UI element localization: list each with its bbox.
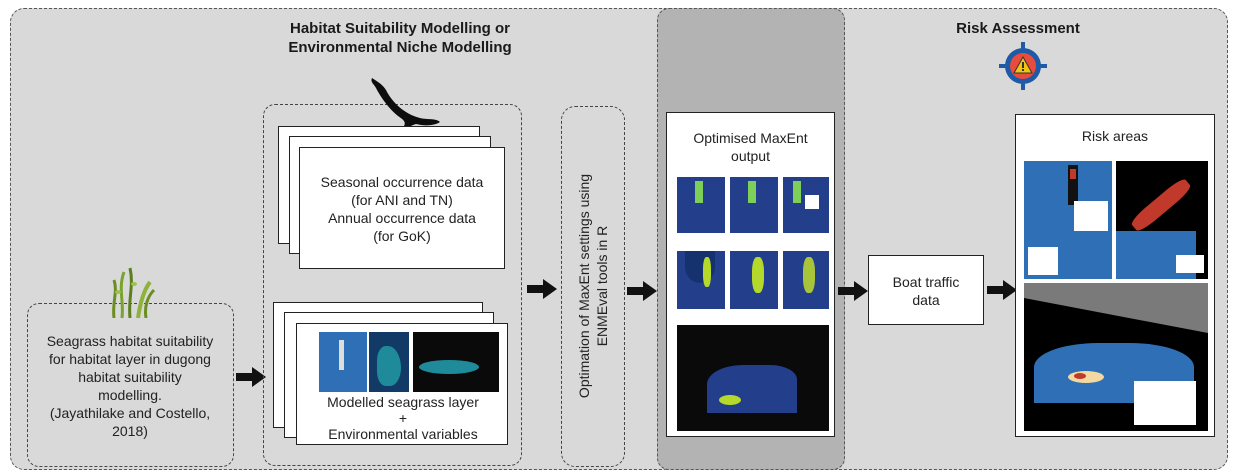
- maxent-map-2: [730, 177, 778, 233]
- seagrass-line1: Seagrass habitat suitability: [46, 333, 214, 349]
- optimisation-box: [561, 106, 625, 467]
- maxent-map-5: [730, 251, 778, 309]
- layer-map-1: [319, 332, 367, 392]
- layer-map-3: [413, 332, 499, 392]
- right-arrow-icon: [527, 279, 557, 299]
- right-arrow-icon: [838, 281, 868, 301]
- optimisation-line1: Optimation of MaxEnt settings using: [576, 173, 592, 399]
- seagrass-line3: habitat suitability: [78, 369, 182, 385]
- seagrass-line4: modelling.: [98, 387, 162, 403]
- occurrence-line1: Seasonal occurrence data: [320, 174, 484, 190]
- boat-line1: Boat traffic: [892, 274, 960, 290]
- risk-areas-card: Risk areas: [1015, 114, 1215, 437]
- layers-text: Modelled seagrass layer + Environmental …: [297, 394, 509, 442]
- dugong-icon: [371, 78, 440, 127]
- seagrass-icon: [112, 267, 156, 318]
- maxent-map-6: [783, 251, 829, 309]
- maxent-line1: Optimised MaxEnt: [693, 130, 808, 146]
- seagrass-text: Seagrass habitat suitability for habitat…: [30, 332, 230, 440]
- maxent-map-7: [677, 325, 829, 431]
- maxent-map-3: [783, 177, 829, 233]
- occurrence-card: Seasonal occurrence data (for ANI and TN…: [299, 147, 505, 269]
- layers-line2: +: [398, 410, 408, 426]
- maxent-title: Optimised MaxEnt output: [667, 129, 834, 165]
- seagrass-line2: for habitat layer in dugong: [49, 351, 211, 367]
- boat-traffic-box: Boat traffic data: [868, 255, 984, 325]
- layers-card: Modelled seagrass layer + Environmental …: [296, 323, 508, 445]
- occurrence-text: Seasonal occurrence data (for ANI and TN…: [300, 173, 504, 245]
- habitat-title-line2: Environmental Niche Modelling: [288, 39, 512, 56]
- risk-map-1: [1024, 161, 1112, 279]
- layers-line3: Environmental variables: [328, 426, 478, 442]
- right-arrow-icon: [627, 281, 657, 301]
- risk-map-2: [1116, 161, 1208, 279]
- habitat-modelling-title: Habitat Suitability Modelling or Environ…: [250, 19, 550, 57]
- layer-map-2: [369, 332, 409, 392]
- occurrence-line3: Annual occurrence data: [328, 210, 476, 226]
- maxent-map-4: [677, 251, 725, 309]
- risk-areas-title: Risk areas: [1081, 128, 1149, 144]
- warning-target-icon: [999, 42, 1047, 90]
- risk-assessment-title: Risk Assessment: [956, 20, 1080, 37]
- right-arrow-icon: [236, 367, 266, 387]
- optimisation-line2: ENMEval tools in R: [594, 225, 610, 347]
- boat-line2: data: [912, 292, 940, 308]
- right-arrow-icon: [987, 280, 1017, 300]
- boat-traffic-text: Boat traffic data: [869, 273, 983, 309]
- optimisation-text: Optimation of MaxEnt settings using ENME…: [575, 116, 611, 456]
- optimisation-text-container: Optimation of MaxEnt settings using ENME…: [561, 106, 625, 467]
- seagrass-line6: 2018): [112, 423, 148, 439]
- occurrence-line2: (for ANI and TN): [351, 192, 453, 208]
- maxent-output-card: Optimised MaxEnt output: [666, 112, 835, 437]
- habitat-title-line1: Habitat Suitability Modelling or: [289, 20, 510, 37]
- occurrence-line4: (for GoK): [373, 228, 431, 244]
- maxent-line2: output: [731, 148, 770, 164]
- risk-map-3: [1024, 283, 1208, 431]
- seagrass-line5: (Jayathilake and Costello,: [49, 405, 211, 421]
- maxent-map-1: [677, 177, 725, 233]
- layers-line1: Modelled seagrass layer: [327, 394, 479, 410]
